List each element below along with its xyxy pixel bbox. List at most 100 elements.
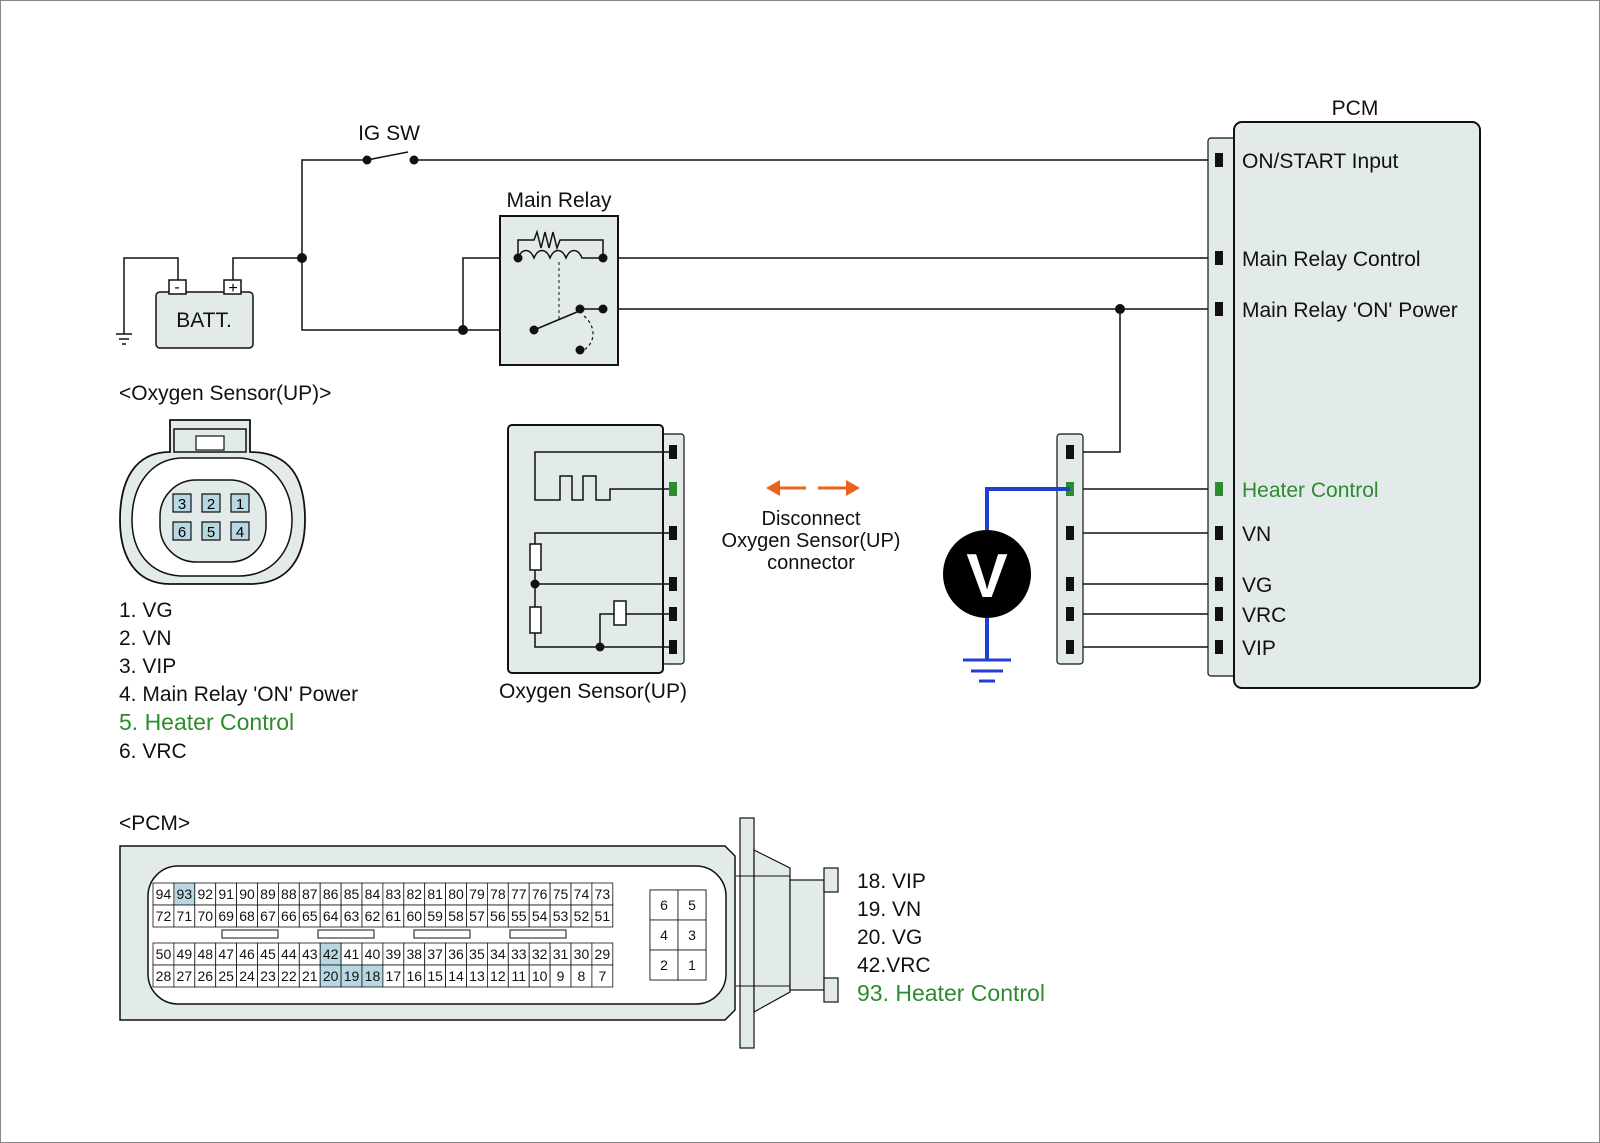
pcm-connector-cell: 22: [277, 964, 300, 988]
pcm-pin-label: Main Relay 'ON' Power: [1242, 299, 1458, 322]
pcm-connector-pin-number: 94: [156, 886, 172, 902]
pcm-connector-pin-number: 16: [406, 968, 422, 984]
pcm-connector-pin-number: 21: [302, 968, 318, 984]
pcm-connector-pin-number: 36: [448, 946, 464, 962]
pcm-connector-pin-number: 9: [557, 968, 565, 984]
pcm-connector-cell: 66: [277, 904, 300, 928]
pcm-connector-pin-number: 67: [260, 908, 276, 924]
pcm-connector-cell: 17: [382, 964, 405, 988]
test-connector: [1056, 433, 1084, 665]
pcm-connector-pin-number: 65: [302, 908, 318, 924]
test-connector-pin: [1066, 445, 1074, 459]
pcm-connector-cell: 47: [215, 942, 237, 966]
pcm-connector-cell: 29: [591, 942, 614, 966]
pcm-connector-cell: 94: [152, 882, 175, 906]
pcm-connector-cell: 84: [361, 882, 384, 906]
pcm-connector-cell: 86: [319, 882, 342, 906]
battery-minus-label: -: [174, 279, 179, 296]
pcm-connector-cell: 27: [173, 964, 196, 988]
pcm-small-block-number: 3: [688, 927, 696, 943]
pcm-small-block-number: 6: [660, 897, 668, 913]
pcm-connector-pin-number: 75: [553, 886, 569, 902]
pcm-connector-pin-number: 59: [427, 908, 443, 924]
disconnect-line3: connector: [767, 552, 855, 574]
pcm-small-block-number: 1: [688, 957, 696, 973]
pcm-connector-cell: 77: [507, 882, 530, 906]
pcm-connector-pin-number: 11: [511, 968, 526, 984]
pcm-pin-list-item: 18. VIP: [857, 870, 926, 893]
pcm-connector-cell: 30: [570, 942, 593, 966]
pcm-connector-pin-number: 55: [511, 908, 527, 924]
pcm-connector-pin-number: 10: [532, 968, 548, 984]
pcm-connector-pin-number: 61: [386, 908, 402, 924]
pcm-connector-pin-number: 71: [177, 908, 193, 924]
pcm-connector-pin-number: 14: [448, 968, 464, 984]
pcm-connector-cell: 90: [236, 882, 258, 906]
pcm-pin-list-item: 20. VG: [857, 926, 922, 949]
pcm-connector-cell: 41: [340, 942, 363, 966]
disconnect-arrows-icon: [766, 480, 860, 496]
pcm-connector-cell: 16: [403, 964, 426, 988]
pcm-small-block-number: 2: [660, 957, 668, 973]
pcm-connector-pin-number: 69: [218, 908, 234, 924]
pcm-connector-cell: 10: [528, 964, 551, 988]
pcm-pin-terminal: [1215, 526, 1223, 540]
pcm-connector-cell: 76: [528, 882, 551, 906]
oxygen-pin-list-item: 3. VIP: [119, 655, 176, 678]
oxygen-pin-list-item: 4. Main Relay 'ON' Power: [119, 683, 358, 706]
pcm-connector-cell: 61: [382, 904, 405, 928]
pcm-connector-cell: 39: [382, 942, 405, 966]
pcm-connector-pin-number: 28: [156, 968, 172, 984]
pcm-small-block-cell: [677, 949, 707, 981]
junction-dot: [1115, 304, 1125, 314]
sensor-connector-pin: [669, 640, 677, 654]
pcm-connector-pin-number: 41: [344, 946, 360, 962]
pcm-connector-cell: 31: [549, 942, 572, 966]
pcm-connector-pin-number: 42: [323, 946, 339, 962]
pcm-connector-pin-number: 44: [281, 946, 297, 962]
voltmeter: V: [943, 487, 1070, 683]
pcm-connector-pin-number: 80: [448, 886, 464, 902]
pcm-connector-cell: 60: [403, 904, 426, 928]
pcm-connector-cell: 11: [507, 964, 530, 988]
battery-ground-symbol: [116, 333, 132, 345]
pcm-connector-pin-number: 25: [218, 968, 234, 984]
pcm-connector-cell: 18: [361, 964, 384, 988]
pcm-connector-cell: 65: [298, 904, 321, 928]
pcm-connector-cell: 12: [486, 964, 509, 988]
pcm-connector-cell: 62: [361, 904, 384, 928]
oxygen-pin-list-item: 2. VN: [119, 627, 172, 650]
pcm-pin-list-item: 19. VN: [857, 898, 921, 921]
pcm-connector-cell: 73: [591, 882, 614, 906]
oxygen-pin-list-item: 5. Heater Control: [119, 709, 294, 735]
pcm-connector-pin-number: 85: [344, 886, 360, 902]
pcm-connector-pin-number: 73: [595, 886, 611, 902]
oxygen-connector-pin-number: 4: [236, 524, 244, 541]
oxygen-connector-pin: 3: [172, 493, 192, 513]
pcm-connector-pin-number: 93: [177, 886, 193, 902]
pcm-pin-terminal: [1215, 153, 1223, 167]
pcm-connector-pin-number: 64: [323, 908, 339, 924]
pcm-connector-cell: 70: [194, 904, 217, 928]
pcm-connector-pin-number: 20: [323, 968, 339, 984]
oxygen-sensor-schematic: Oxygen Sensor(UP): [499, 424, 687, 703]
disconnect-note: Disconnect Oxygen Sensor(UP) connector: [722, 480, 900, 574]
junction-dot: [458, 325, 468, 335]
pcm-small-block-number: 5: [688, 897, 696, 913]
pcm-connector-cell: 63: [340, 904, 363, 928]
oxygen-sensor-connector: <Oxygen Sensor(UP)>: [119, 382, 331, 585]
pcm-connector-cell: 42: [319, 942, 342, 966]
pcm-connector-pin-number: 49: [177, 946, 193, 962]
pcm-connector-cell: 8: [570, 964, 593, 988]
pcm-connector-cell: 23: [257, 964, 279, 988]
oxygen-connector-pin: 5: [201, 521, 221, 541]
pcm-connector-pin-number: 87: [302, 886, 318, 902]
pcm-connector-cell: 93: [173, 882, 196, 906]
pcm-connector-pin-number: 83: [386, 886, 402, 902]
pcm-connector-cell: 19: [340, 964, 363, 988]
pcm-connector-pin-number: 92: [197, 886, 213, 902]
